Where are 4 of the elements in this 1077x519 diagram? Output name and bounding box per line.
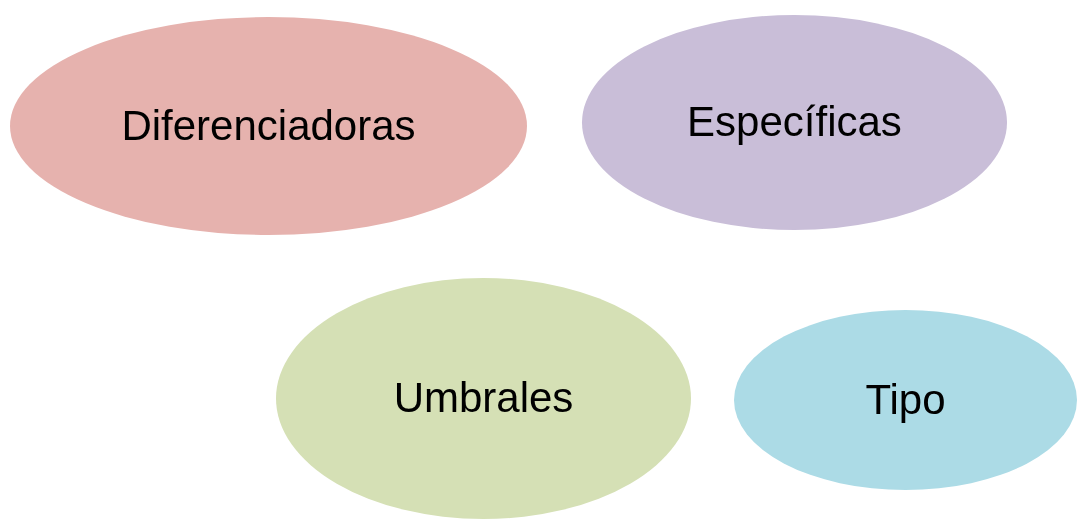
node-label: Umbrales — [393, 373, 574, 424]
node-label: Específicas — [687, 97, 902, 148]
node-label: Diferenciadoras — [121, 100, 416, 151]
node-label: Tipo — [865, 374, 946, 425]
